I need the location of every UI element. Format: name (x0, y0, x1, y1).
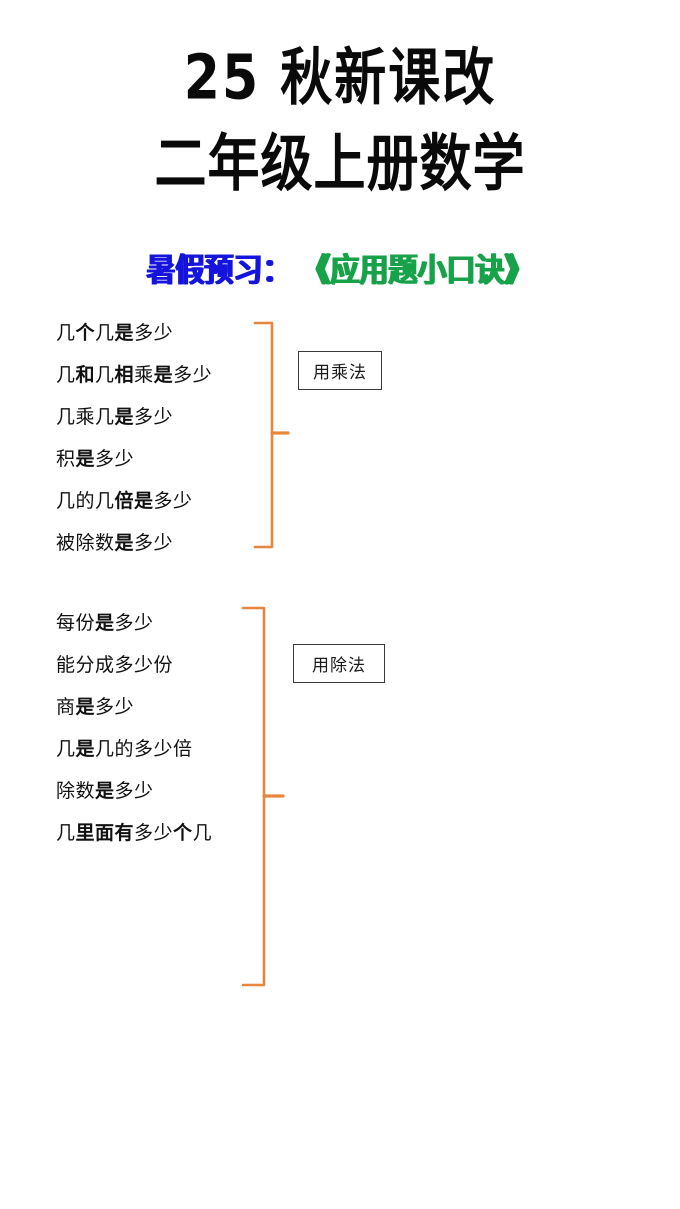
list-item-segment: 是 (114, 532, 135, 554)
list-item-segment: 是 (75, 738, 96, 760)
label-box-division: 用除法 (293, 644, 385, 683)
list-item-segment: 是 (114, 406, 135, 428)
list-item-segment: 多少 (153, 490, 193, 512)
list-item: 每份是多少 (56, 602, 212, 644)
list-item-segment: 多少 (95, 448, 135, 470)
label-box-multiplication: 用乘法 (298, 351, 382, 390)
list-item-segment: 倍 (114, 490, 135, 512)
list-item: 几是几的多少倍 (56, 728, 212, 770)
list-item-segment: 是 (75, 696, 96, 718)
list-item: 几的几倍是多少 (56, 480, 212, 522)
list-item: 能分成多少份 (56, 644, 212, 686)
list-item-segment: 是 (153, 364, 174, 386)
list-item-segment: 多少 (134, 322, 174, 344)
list-item-segment: 除数 (56, 780, 96, 802)
list-item-segment: 几 (56, 822, 76, 844)
item-list-division: 每份是多少能分成多少份商是多少几是几的多少倍除数是多少几里面有多少个几 (56, 602, 212, 854)
list-item-segment: 几 (192, 822, 213, 844)
list-item: 几乘几是多少 (56, 396, 212, 438)
list-item-segment: 多少 (134, 532, 174, 554)
subtitle: 暑假预习：《应用题小口诀》 (0, 250, 680, 289)
list-item-segment: 几 (56, 738, 76, 760)
list-item-segment: 每份 (56, 612, 96, 634)
list-item-segment: 是 (95, 780, 115, 802)
list-item-segment: 乘 (134, 364, 154, 386)
label-box-division-text: 用除法 (312, 656, 366, 675)
list-item-segment: 和 (75, 364, 96, 386)
title-block: 25 秋新课改 二年级上册数学 (0, 43, 680, 195)
list-item: 积是多少 (56, 438, 212, 480)
list-item-segment: 相 (114, 364, 135, 386)
list-item-segment: 多少 (134, 822, 174, 844)
list-item-segment: 几 (56, 364, 76, 386)
list-item-segment: 几乘几 (56, 406, 115, 428)
list-item-segment: 里面有 (75, 822, 135, 844)
list-item-segment: 几的几 (56, 490, 115, 512)
list-item: 几里面有多少个几 (56, 812, 212, 854)
label-box-multiplication-text: 用乘法 (313, 363, 367, 382)
list-item: 几和几相乘是多少 (56, 354, 212, 396)
list-item-segment: 个 (173, 822, 193, 844)
list-item-segment: 被除数 (56, 532, 115, 554)
list-item-segment: 是 (114, 322, 135, 344)
list-item-segment: 是 (134, 490, 154, 512)
bracket-division (238, 600, 298, 1000)
list-item: 几个几是多少 (56, 312, 212, 354)
list-item: 商是多少 (56, 686, 212, 728)
list-item-segment: 多少 (114, 612, 154, 634)
list-item-segment: 几 (95, 322, 115, 344)
list-item-segment: 是 (95, 612, 115, 634)
list-item-segment: 多少 (134, 406, 174, 428)
list-item-segment: 几 (95, 364, 115, 386)
list-item-segment: 是 (75, 448, 96, 470)
list-item-segment: 积 (56, 448, 76, 470)
list-item-segment: 能分成多少份 (56, 654, 174, 676)
list-item-segment: 多少 (95, 696, 135, 718)
list-item-segment: 个 (75, 322, 96, 344)
list-item-segment: 几 (56, 322, 76, 344)
list-item-segment: 多少 (173, 364, 213, 386)
list-item-segment: 商 (56, 696, 76, 718)
list-item-segment: 几的多少倍 (95, 738, 193, 760)
item-list-multiplication: 几个几是多少几和几相乘是多少几乘几是多少积是多少几的几倍是多少被除数是多少 (56, 312, 212, 564)
bracket-multiplication (248, 316, 308, 556)
list-item-segment: 多少 (114, 780, 154, 802)
page-title-line-2: 二年级上册数学 (154, 129, 526, 201)
list-item: 除数是多少 (56, 770, 212, 812)
list-item: 被除数是多少 (56, 522, 212, 564)
page-title-line-1: 25 秋新课改 (183, 43, 497, 115)
subtitle-green-text: 《应用题小口诀》 (301, 250, 534, 289)
subtitle-blue-text: 暑假预习： (146, 250, 292, 289)
